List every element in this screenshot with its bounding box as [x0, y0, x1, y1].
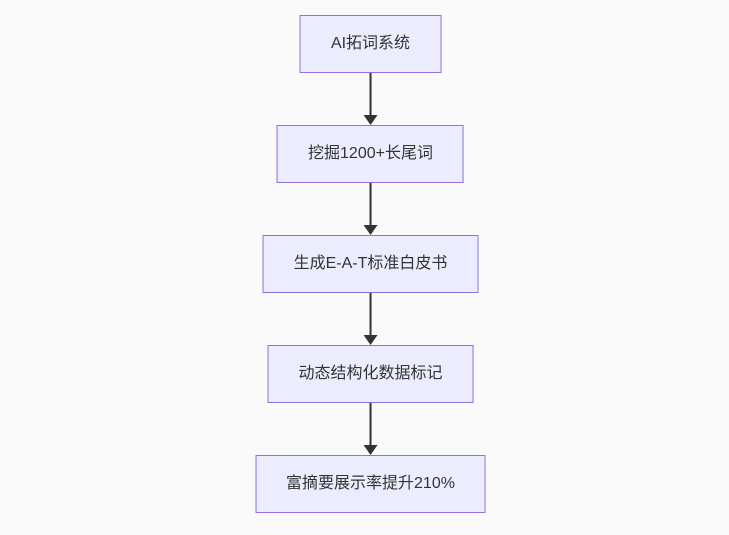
- flow-node-label: 动态结构化数据标记: [298, 365, 443, 382]
- arrow-line: [369, 183, 372, 225]
- flow-arrow: [363, 293, 378, 345]
- flow-node-label: 生成E-A-T标准白皮书: [293, 255, 448, 272]
- arrow-head-icon: [363, 225, 378, 235]
- arrow-head-icon: [363, 335, 378, 345]
- flow-node-structured-data-markup: 动态结构化数据标记: [267, 345, 474, 403]
- flow-arrow: [363, 403, 378, 455]
- arrow-line: [369, 403, 372, 445]
- arrow-line: [369, 293, 372, 335]
- flow-node-longtail-mining: 挖掘1200+长尾词: [277, 125, 464, 183]
- flow-node-ai-word-expansion: AI拓词系统: [299, 15, 442, 73]
- flow-node-label: 富摘要展示率提升210%: [286, 475, 455, 492]
- flowchart: AI拓词系统 挖掘1200+长尾词 生成E-A-T标准白皮书 动态结构化数据标记: [255, 15, 486, 513]
- arrow-line: [369, 73, 372, 115]
- flow-node-eat-whitepaper: 生成E-A-T标准白皮书: [262, 235, 479, 293]
- arrow-head-icon: [363, 445, 378, 455]
- flow-node-label: 挖掘1200+长尾词: [308, 145, 433, 162]
- flow-arrow: [363, 183, 378, 235]
- arrow-head-icon: [363, 115, 378, 125]
- flow-node-label: AI拓词系统: [330, 35, 411, 52]
- flow-node-rich-snippet-result: 富摘要展示率提升210%: [255, 455, 486, 513]
- flow-arrow: [363, 73, 378, 125]
